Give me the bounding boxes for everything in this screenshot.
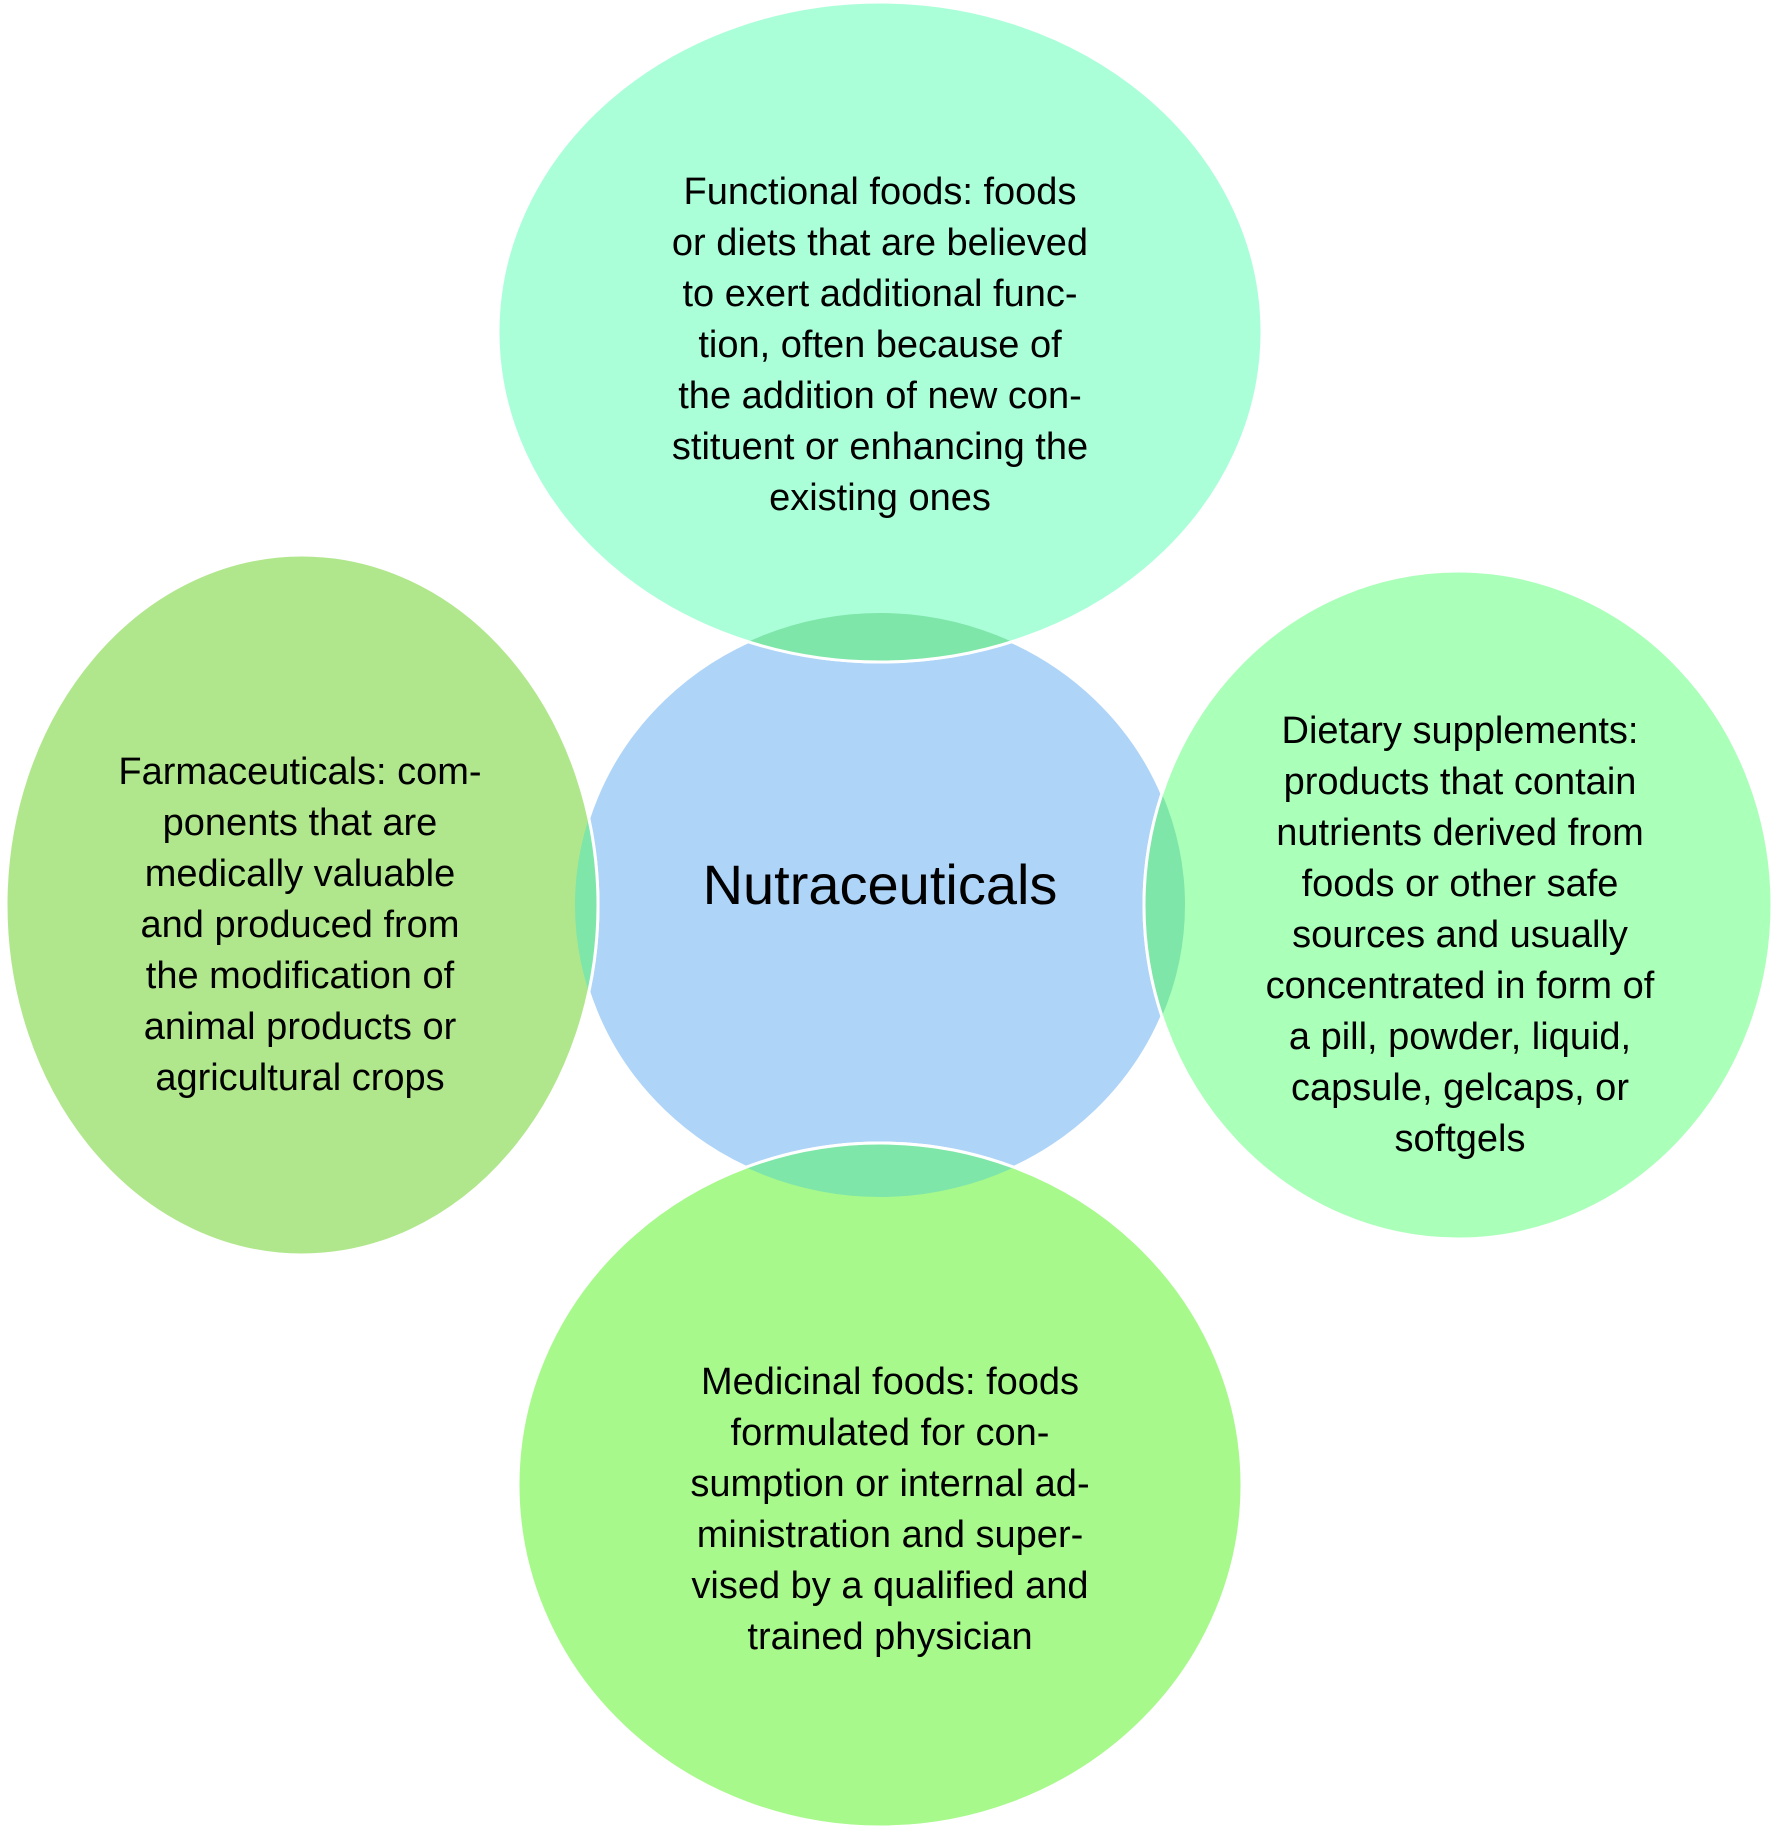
center-label: Nutraceuticals: [702, 853, 1058, 916]
overlap-left: [575, 613, 600, 1197]
overlap-bottom: [575, 1141, 1185, 1197]
functional-foods-label: Functional foods: foods or diets that ar…: [671, 170, 1089, 519]
overlap-right: [1142, 613, 1185, 1197]
overlap-regions: [575, 613, 1185, 1197]
overlap-top: [575, 613, 1185, 664]
dietary-supplements-label: Dietary supplements: products that conta…: [1265, 709, 1655, 1160]
medicinal-foods-label: Medicinal foods: foods formulated for co…: [690, 1361, 1090, 1658]
farmaceuticals-label: Farmaceuticals: com- ponents that are me…: [118, 750, 482, 1099]
